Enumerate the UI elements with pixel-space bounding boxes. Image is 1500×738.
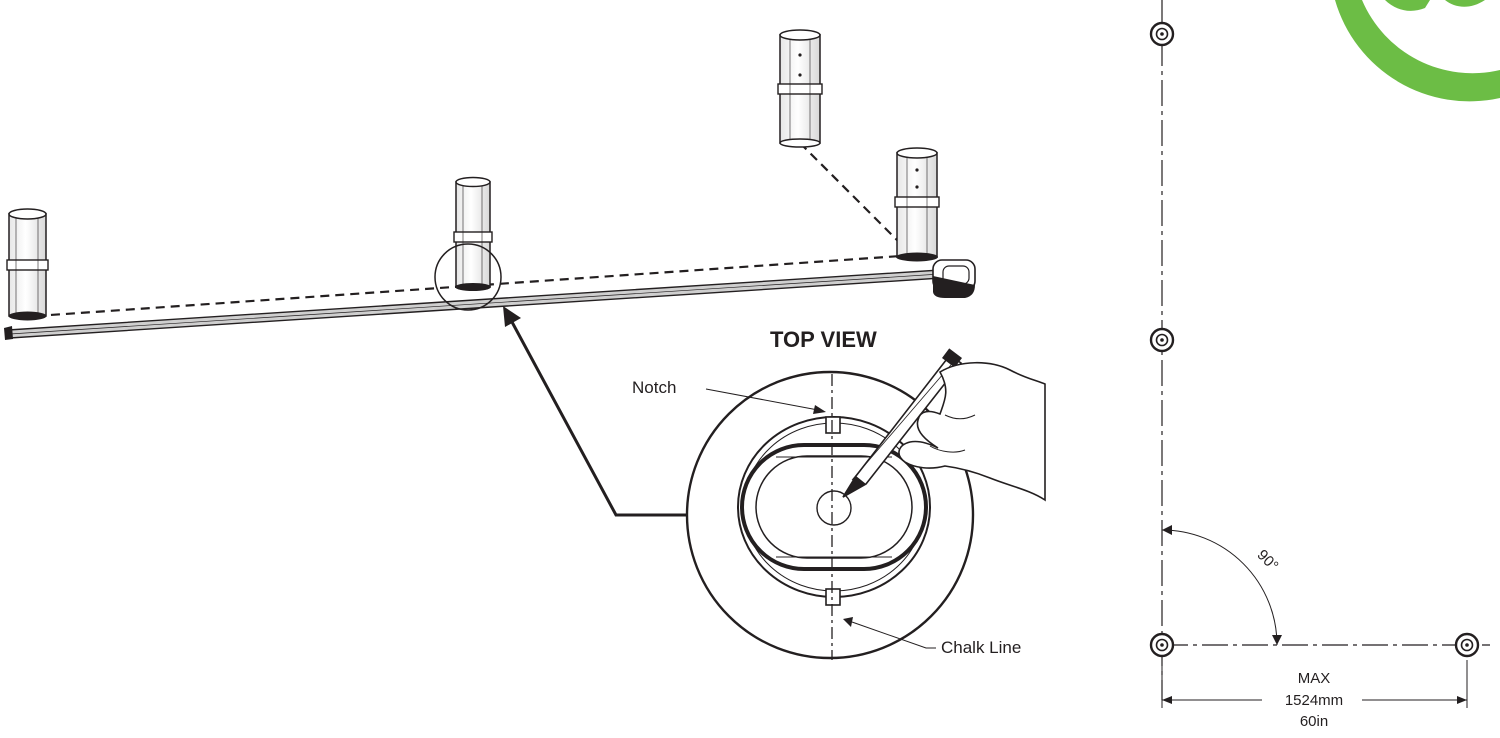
detail-arrow [503, 306, 686, 517]
leg-left [6, 208, 49, 321]
dimension-max: MAX [1298, 670, 1331, 687]
dimension-mm: 1524mm [1285, 692, 1343, 709]
leg-floating [777, 29, 823, 148]
top-view-title: TOP VIEW [770, 327, 877, 352]
tape-measure-case [932, 259, 976, 298]
angle-label: 90° [1254, 546, 1282, 574]
leg-right [894, 147, 940, 262]
plan-view: 90° MAX 1524mm 60in [1149, 0, 1490, 730]
dimension-in: 60in [1300, 713, 1328, 730]
foot-marker [1149, 632, 1175, 658]
notch-label: Notch [632, 378, 676, 397]
angle-arc [1161, 525, 1282, 646]
hand-icon [898, 361, 1046, 502]
chalk-line-label: Chalk Line [941, 638, 1021, 657]
green-badge-inner [1385, 0, 1485, 11]
foot-marker [1454, 632, 1480, 658]
notch-leader [705, 388, 826, 414]
tape-measure [4, 259, 976, 340]
dimension-line [1161, 660, 1468, 708]
leg-middle [434, 176, 502, 311]
top-view-detail [685, 348, 1046, 660]
green-badge [1335, 0, 1500, 102]
chalk-line-leader [843, 617, 936, 649]
foot-marker [1149, 327, 1175, 353]
pencil-icon [842, 348, 963, 498]
dashed-line-vertical [799, 142, 913, 256]
foot-marker [1149, 21, 1175, 47]
